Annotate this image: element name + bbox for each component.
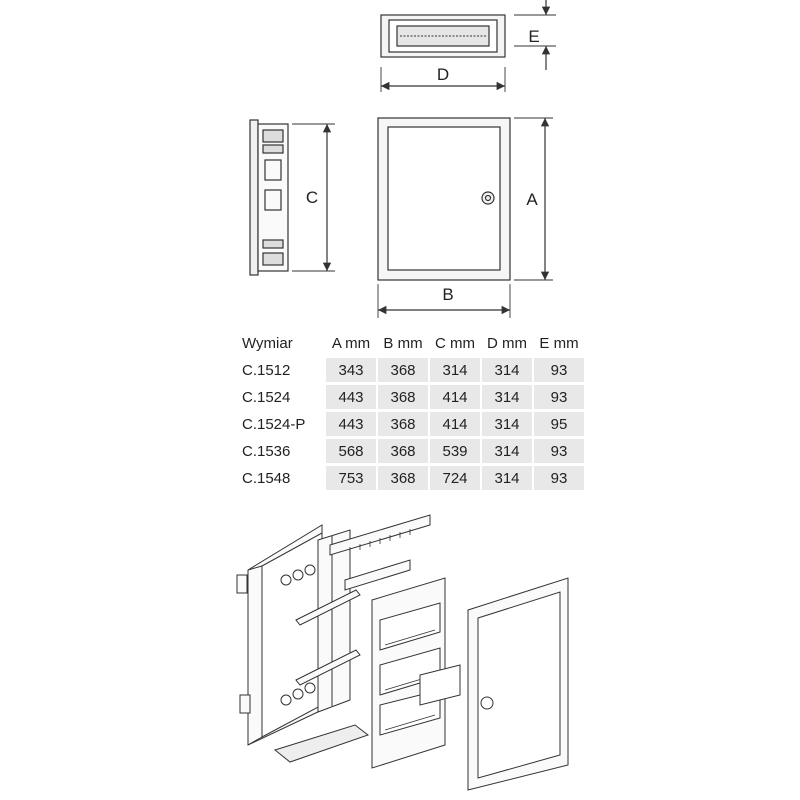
model-cell: C.1548 bbox=[242, 469, 291, 487]
column-header: Wymiar bbox=[242, 334, 293, 352]
table-cell: 568 bbox=[326, 439, 376, 463]
table-cell: 314 bbox=[482, 439, 532, 463]
dimension-label-d: D bbox=[437, 65, 449, 84]
dimension-label-c: C bbox=[306, 188, 318, 207]
door-lock-icon bbox=[481, 191, 495, 205]
table-cell: 368 bbox=[378, 466, 428, 490]
table-cell: 314 bbox=[430, 358, 480, 382]
model-cell: C.1512 bbox=[242, 361, 291, 379]
table-cell: 93 bbox=[534, 358, 584, 382]
table-cell: 443 bbox=[326, 412, 376, 436]
table-row: C.1512 343 368 314 314 93 bbox=[238, 358, 584, 382]
table-row: C.1524 443 368 414 314 93 bbox=[238, 385, 584, 409]
dimension-label-a: A bbox=[526, 190, 538, 209]
table-cell: 314 bbox=[482, 358, 532, 382]
column-header: D mm bbox=[487, 334, 527, 352]
dimension-label-e: E bbox=[528, 27, 539, 46]
column-header: E mm bbox=[539, 334, 579, 352]
table-cell: 368 bbox=[378, 358, 428, 382]
dimensions-table: Wymiar A mm B mm C mm D mm E mm C.1512 3… bbox=[236, 328, 586, 493]
table-cell: 314 bbox=[482, 385, 532, 409]
column-header: A mm bbox=[331, 334, 371, 352]
table-row: C.1524-P 443 368 414 314 95 bbox=[238, 412, 584, 436]
door-lock-icon bbox=[480, 696, 494, 710]
table-cell: 368 bbox=[378, 412, 428, 436]
side-view bbox=[249, 119, 335, 276]
model-cell: C.1524 bbox=[242, 388, 291, 406]
model-cell: C.1524-P bbox=[242, 415, 306, 433]
table-header-row: Wymiar A mm B mm C mm D mm E mm bbox=[238, 331, 584, 355]
table-cell: 724 bbox=[430, 466, 480, 490]
column-header: B mm bbox=[383, 334, 423, 352]
table-cell: 93 bbox=[534, 466, 584, 490]
dimension-label-b: B bbox=[442, 285, 453, 304]
table-cell: 443 bbox=[326, 385, 376, 409]
table-cell: 414 bbox=[430, 385, 480, 409]
table-cell: 93 bbox=[534, 439, 584, 463]
table-cell: 93 bbox=[534, 385, 584, 409]
model-cell: C.1536 bbox=[242, 442, 291, 460]
table-cell: 314 bbox=[482, 412, 532, 436]
table-cell: 368 bbox=[378, 439, 428, 463]
table-cell: 753 bbox=[326, 466, 376, 490]
table-row: C.1548 753 368 724 314 93 bbox=[238, 466, 584, 490]
table-cell: 95 bbox=[534, 412, 584, 436]
table-cell: 314 bbox=[482, 466, 532, 490]
table-cell: 343 bbox=[326, 358, 376, 382]
front-view bbox=[377, 117, 553, 318]
top-view bbox=[380, 0, 556, 92]
table-row: C.1536 568 368 539 314 93 bbox=[238, 439, 584, 463]
exploded-assembly bbox=[236, 514, 569, 791]
column-header: C mm bbox=[435, 334, 475, 352]
table-cell: 539 bbox=[430, 439, 480, 463]
table-cell: 414 bbox=[430, 412, 480, 436]
table-cell: 368 bbox=[378, 385, 428, 409]
